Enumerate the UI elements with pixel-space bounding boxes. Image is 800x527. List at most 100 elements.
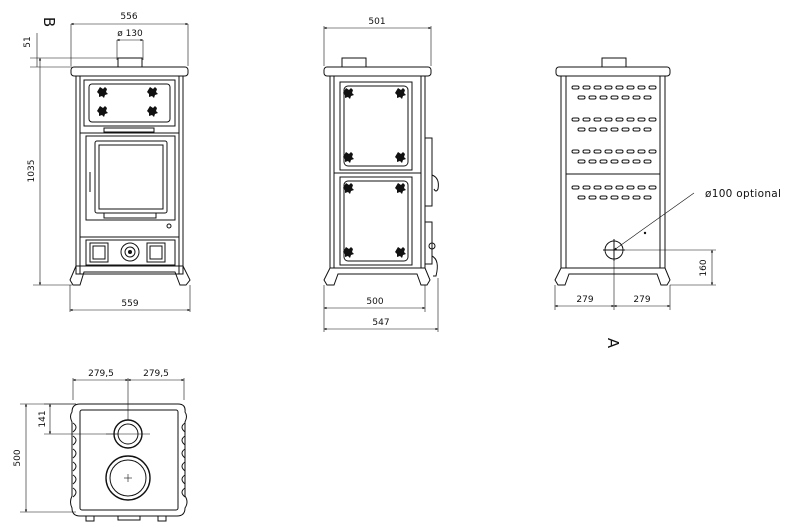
view-letter-b: B: [40, 17, 58, 27]
dim-front-height-label: 1035: [27, 160, 37, 183]
side-fleur-ornaments: [343, 88, 406, 258]
dim-front-width-base-label: 559: [121, 299, 138, 309]
vent-slot: [626, 85, 635, 90]
dim-front-top-offset: 51: [23, 33, 118, 68]
fleur-ornaments: [97, 87, 158, 117]
vent-slot: [621, 159, 630, 164]
vent-slot: [626, 149, 635, 154]
vent-slot: [637, 85, 646, 90]
vent-slot: [632, 127, 641, 132]
vent-slot: [571, 185, 580, 190]
vent-slot: [632, 159, 641, 164]
vent-slot: [610, 95, 619, 100]
vent-slot: [588, 195, 597, 200]
vent-slot: [615, 185, 624, 190]
vent-slot: [621, 195, 630, 200]
vent-slot: [643, 159, 652, 164]
vent-slot: [632, 95, 641, 100]
vent-slot: [582, 149, 591, 154]
dim-rear-inlet-height-label: 160: [699, 259, 709, 276]
dim-side-depth-body: 500: [323, 285, 426, 332]
vent-slot: [593, 85, 602, 90]
side-top-plate: [323, 66, 432, 77]
vent-slot: [588, 127, 597, 132]
dim-front-width-top-label: 556: [120, 12, 137, 22]
dim-rear-halves: 279 279: [554, 260, 671, 310]
vent-slot: [621, 127, 630, 132]
air-regulator-knob: [120, 242, 140, 262]
dim-front-top-offset-label: 51: [23, 36, 33, 47]
vent-slot: [582, 185, 591, 190]
dim-top-half-left-label: 279,5: [88, 369, 114, 379]
vent-slot: [643, 127, 652, 132]
vent-slot: [648, 117, 657, 122]
vent-slot: [604, 85, 613, 90]
rear-top-plate: [555, 66, 671, 77]
dim-top-depth-label: 500: [13, 449, 23, 466]
vent-slot: [599, 195, 608, 200]
vent-slot: [599, 159, 608, 164]
dim-top-halves: 279,5 279,5: [72, 369, 185, 420]
top-plate: [79, 409, 179, 511]
dim-top-half-right-label: 279,5: [143, 369, 169, 379]
rear-vent-slots: [571, 85, 657, 200]
vent-slot: [571, 117, 580, 122]
dim-rear-half-right-label: 279: [633, 295, 650, 305]
vent-slot: [571, 149, 580, 154]
vent-slot: [615, 149, 624, 154]
vent-slot: [637, 185, 646, 190]
vent-slot: [643, 195, 652, 200]
front-oven-door: [83, 79, 176, 127]
dim-side-depth-body-label: 500: [366, 297, 383, 307]
top-side-vents: [72, 422, 186, 498]
vent-slot: [577, 127, 586, 132]
front-base: [69, 265, 191, 286]
dim-front-width-top: 556: [70, 12, 189, 66]
rear-base: [554, 267, 671, 286]
vent-slot: [648, 85, 657, 90]
vent-slot: [593, 185, 602, 190]
view-letter-a: A: [604, 338, 622, 349]
side-tile-lower: [339, 176, 413, 266]
side-view: 501: [323, 17, 439, 332]
vent-slot: [571, 85, 580, 90]
vent-slot: [593, 149, 602, 154]
vent-slot: [599, 127, 608, 132]
vent-slot: [637, 117, 646, 122]
rear-view: ø100 optional 160 279 279 A: [554, 57, 781, 349]
vent-slot: [577, 195, 586, 200]
vent-slot: [621, 95, 630, 100]
rear-inlet-note: ø100 optional: [705, 188, 781, 200]
dim-side-depth-overall: 547: [323, 278, 439, 332]
vent-slot: [588, 95, 597, 100]
front-ash-drawer: [85, 239, 176, 266]
dim-side-depth-top-label: 501: [368, 17, 385, 27]
top-hotplate: [105, 455, 151, 501]
rear-body: [560, 75, 666, 269]
side-door-handle: [431, 174, 439, 192]
dim-side-depth-top: 501: [323, 17, 432, 66]
vent-slot: [604, 149, 613, 154]
vent-slot: [593, 117, 602, 122]
top-view: 279,5 279,5 141 500: [13, 369, 188, 522]
side-door-profile: [424, 137, 433, 207]
front-body: [75, 75, 184, 275]
vent-slot: [604, 185, 613, 190]
front-fire-door: [85, 135, 176, 221]
vent-slot: [610, 159, 619, 164]
vent-slot: [632, 195, 641, 200]
vent-slot: [610, 127, 619, 132]
vent-slot: [582, 85, 591, 90]
dim-top-flue-offset: 141: [38, 403, 118, 435]
vent-slot: [610, 195, 619, 200]
vent-slot: [615, 117, 624, 122]
dim-front-height: 1035: [27, 57, 72, 286]
dim-front-flue: ø 130: [116, 29, 144, 60]
dim-front-flue-label: ø 130: [117, 29, 143, 39]
vent-slot: [626, 117, 635, 122]
vent-slot: [648, 149, 657, 154]
vent-slot: [626, 185, 635, 190]
front-view: 556 ø 130 51 1035 B: [23, 12, 191, 312]
dim-top-depth: 500: [13, 403, 76, 513]
